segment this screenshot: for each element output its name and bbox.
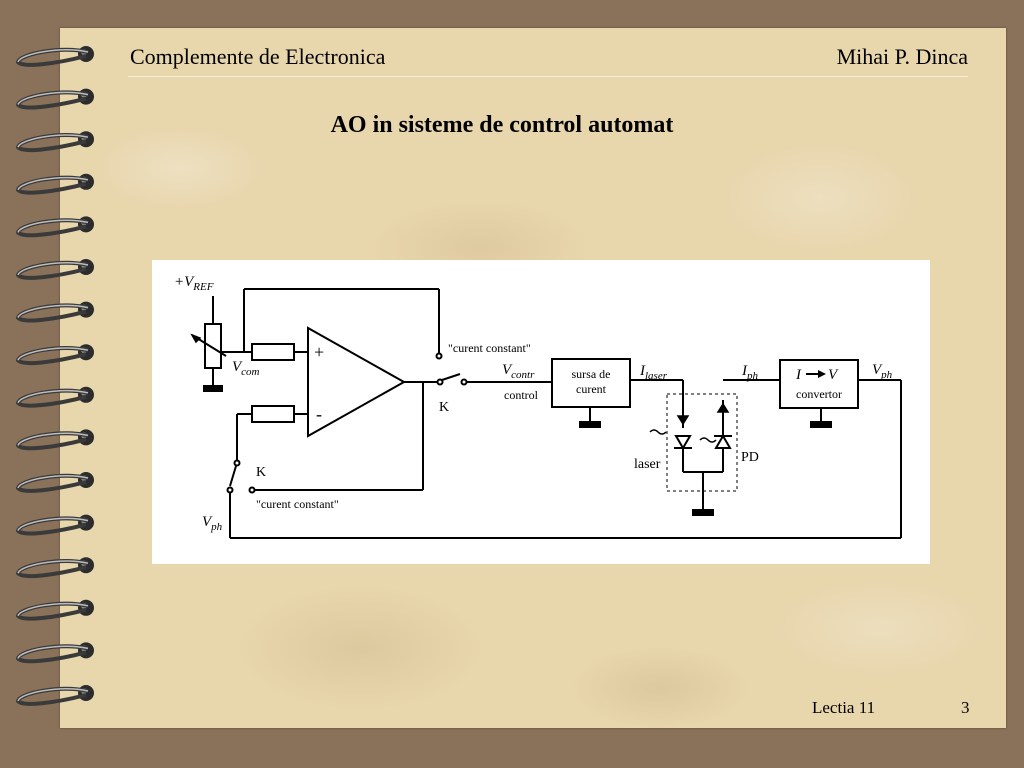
binding-ring xyxy=(15,88,94,110)
potentiometer xyxy=(204,323,222,369)
vref-label: +VREF xyxy=(174,274,214,293)
binding-ring xyxy=(15,301,94,323)
binding-ring xyxy=(15,386,94,408)
binding-ring xyxy=(15,131,94,153)
switch-top-label: K xyxy=(439,400,449,415)
switch-bottom-position-label: "curent constant" xyxy=(256,497,339,511)
op-amp xyxy=(307,326,407,438)
switch-bottom-label: K xyxy=(256,465,266,480)
binding-ring xyxy=(15,344,94,366)
pd-label: PD xyxy=(741,450,759,465)
resistor-minus xyxy=(251,405,295,423)
binding-ring xyxy=(15,557,94,579)
vph-input-label: Vph xyxy=(202,514,223,533)
laser-label: laser xyxy=(634,457,661,472)
photodiode xyxy=(714,434,732,449)
binding-ring xyxy=(15,685,94,706)
header-divider xyxy=(128,76,968,77)
binding-ring xyxy=(15,642,94,664)
slide-title: AO in sisteme de control automat xyxy=(330,112,674,138)
source-block-line1: sursa de xyxy=(572,367,611,381)
binding-ring xyxy=(15,46,94,67)
page-number: 3 xyxy=(961,698,970,717)
ilaser-label: Ilaser xyxy=(639,363,668,382)
vph-output-label: Vph xyxy=(872,362,893,381)
binding-ring xyxy=(15,514,94,536)
vcontr-label: Vcontr xyxy=(502,362,535,381)
author-name: Mihai P. Dinca xyxy=(836,44,968,69)
source-block-line2: curent xyxy=(576,382,607,396)
ground-symbol-pot xyxy=(203,385,223,392)
binding-ring xyxy=(15,216,94,238)
converter-block xyxy=(779,359,859,409)
opamp-plus-label: + xyxy=(314,342,324,362)
resistor-plus xyxy=(251,343,295,361)
switch-top-contact-upper xyxy=(435,352,443,360)
converter-from-label: I xyxy=(795,367,802,383)
lecture-label: Lectia 11 xyxy=(812,698,876,717)
control-circuit-diagram: +VREF Vcom + - "curent constant" K K "cu… xyxy=(152,260,930,564)
switch-top-blade xyxy=(441,373,461,381)
control-label: control xyxy=(504,388,539,402)
binding-ring xyxy=(15,472,94,493)
vcom-label: Vcom xyxy=(232,359,260,378)
converter-arrow xyxy=(806,370,826,378)
laser-diode xyxy=(674,435,692,450)
binding-ring xyxy=(15,259,94,280)
iph-label: Iph xyxy=(741,363,759,382)
converter-to-label: V xyxy=(828,367,839,383)
binding-ring xyxy=(15,429,94,451)
converter-line2: convertor xyxy=(796,387,842,401)
course-title: Complemente de Electronica xyxy=(130,44,386,69)
circuit-schematic: +VREF Vcom + - "curent constant" K K "cu… xyxy=(174,274,902,539)
spiral-binding xyxy=(15,46,94,706)
switch-top-position-label: "curent constant" xyxy=(448,341,531,355)
binding-ring xyxy=(15,599,94,621)
switch-bottom-blade xyxy=(229,465,237,487)
binding-ring xyxy=(15,173,94,195)
opamp-minus-label: - xyxy=(316,404,322,424)
